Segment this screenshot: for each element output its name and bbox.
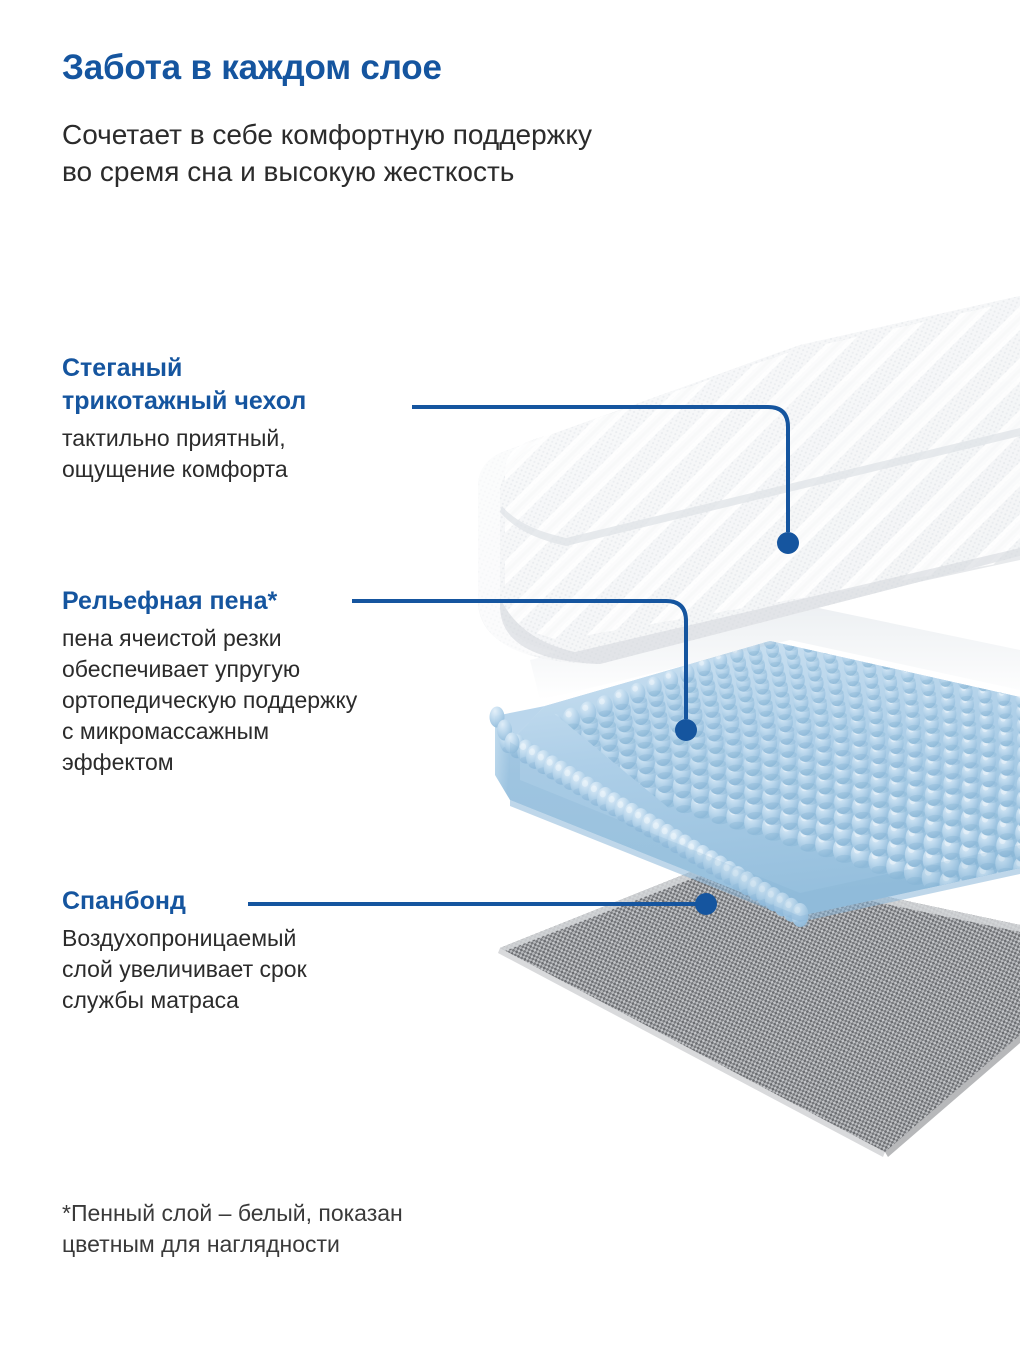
callout-description-foam: пена ячеистой резки обеспечивает упругую… (62, 625, 358, 775)
page-title: Забота в каждом слое (62, 48, 442, 87)
leader-dots (675, 532, 799, 915)
callout-title-foam: Рельефная пена* (62, 587, 278, 615)
leader-line-foam (352, 599, 688, 719)
footnote-text: *Пенный слой – белый, показан цветным дл… (62, 1200, 403, 1257)
leader-dot-spunbond (695, 893, 717, 915)
callout-description-spunbond: Воздухопроницаемый слой увеличивает срок… (62, 925, 307, 1013)
callout-quilted-cover: Стеганый трикотажный чехол тактильно при… (62, 352, 306, 485)
callout-profiled-foam: Рельефная пена* пена ячеистой резки обес… (62, 585, 357, 778)
leader-lines (248, 405, 790, 906)
callout-title-spunbond: Спанбонд (62, 887, 186, 915)
leader-line-cover (412, 405, 790, 532)
callout-spunbond: Спанбонд Воздухопроницаемый слой увеличи… (62, 885, 307, 1016)
page-subtitle: Сочетает в себе комфортную поддержку во … (62, 119, 592, 187)
callout-title-cover: Стеганый трикотажный чехол (62, 354, 307, 415)
spunbond-layer (498, 861, 1020, 1157)
callout-description-cover: тактильно приятный, ощущение комфорта (62, 425, 288, 482)
quilted-cover-layer (478, 296, 1020, 664)
leader-dot-cover (777, 532, 799, 554)
leader-dot-foam (675, 719, 697, 741)
foam-front-crest (489, 706, 810, 928)
